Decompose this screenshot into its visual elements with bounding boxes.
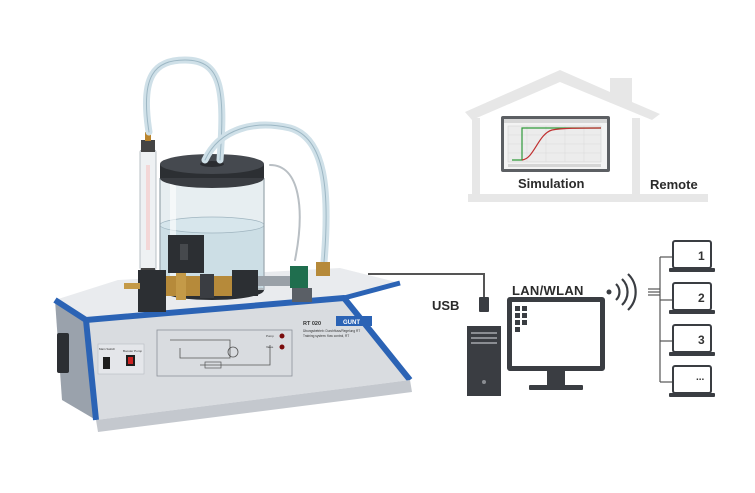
client-1-number: 1 [698, 249, 705, 263]
monitor-icon [507, 297, 605, 390]
usb-cable [368, 273, 485, 298]
pc-tower-icon [467, 326, 501, 396]
laptop-3-icon [669, 324, 715, 356]
lan-wlan-label: LAN/WLAN [512, 283, 584, 298]
laptop-2-icon [669, 282, 715, 314]
brand-text: GUNT [343, 320, 360, 326]
simulation-screen [501, 116, 610, 172]
setpoint-curve [512, 127, 601, 161]
usb-plug-icon [479, 297, 489, 312]
response-curve [521, 127, 602, 161]
hoses [142, 56, 330, 266]
indicator-2-label: Valve [266, 345, 274, 349]
flowmeter [139, 132, 157, 280]
house-icon [465, 70, 708, 202]
model-label: RT 020 [303, 321, 321, 327]
remote-label: Remote [650, 177, 698, 192]
laptop-4-icon [669, 365, 715, 397]
subtitle-line-2: Training system: flow control, RT [303, 334, 349, 338]
pump-assembly [124, 235, 330, 312]
wireless-icon [606, 273, 637, 311]
pump-label: Booster Pump [123, 349, 142, 353]
indicator-1-label: Pump [266, 334, 274, 338]
solenoid-valve [290, 266, 308, 288]
client-2-number: 2 [698, 291, 705, 305]
network-lines [648, 256, 673, 383]
laptop-1-icon [669, 240, 715, 272]
main-switch [103, 357, 110, 369]
client-more-number: ... [696, 372, 705, 383]
client-3-number: 3 [698, 333, 705, 347]
main-switch-label: Main Switch [99, 347, 116, 351]
usb-label: USB [432, 298, 460, 313]
brand-badge [336, 316, 372, 326]
subtitle-line-1: Übungsbetrieb: Durchfluss/Regelung RT [303, 329, 360, 333]
front-panel [97, 316, 372, 377]
simulation-label: Simulation [518, 176, 585, 191]
